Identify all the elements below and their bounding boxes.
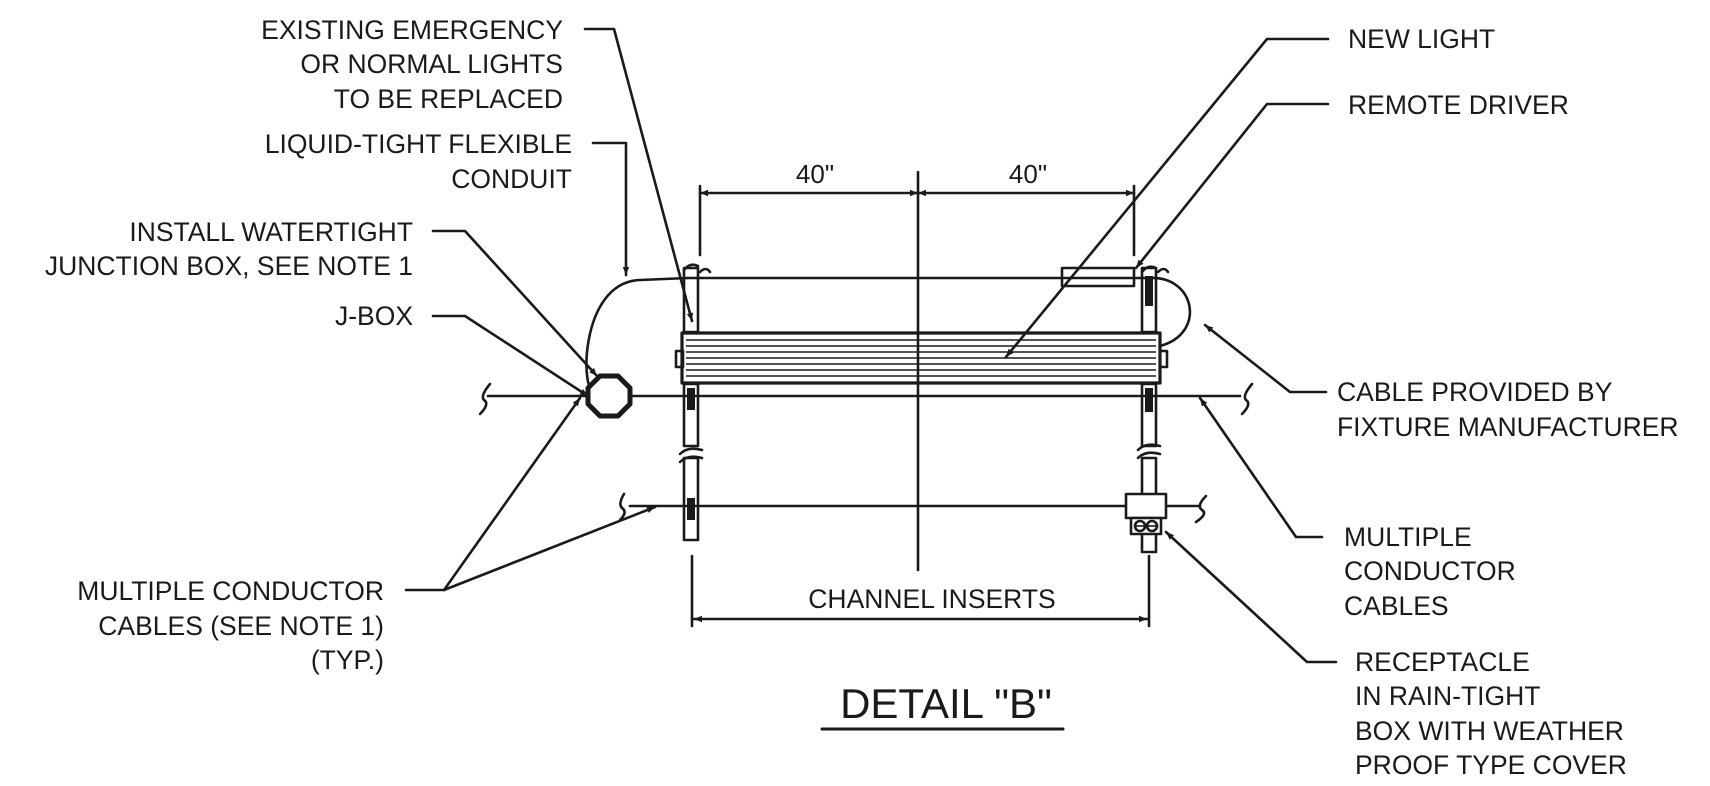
dimensions: 40" 40" CHANNEL INSERTS [690,159,1151,628]
label-cables-right: MULTIPLE CONDUCTOR CABLES [1344,522,1516,621]
label-receptacle-line-1: RECEPTACLE [1355,647,1530,677]
leader-remote-driver [1134,102,1330,270]
dimension-right-label: 40" [1009,159,1047,189]
leader-cables-right [1198,396,1324,539]
channel-inserts-label: CHANNEL INSERTS [808,584,1055,614]
label-existing-lights-line-1: EXISTING EMERGENCY [261,15,563,45]
label-junction-box: INSTALL WATERTIGHT JUNCTION BOX, SEE NOT… [45,217,413,281]
leader-junction-box [431,229,599,378]
detail-title-text: DETAIL "B" [840,680,1052,727]
fixture-assembly [478,170,1254,572]
label-jbox: J-BOX [335,301,413,331]
receptacle-box [1124,492,1168,536]
label-existing-lights-line-3: TO BE REPLACED [334,84,563,114]
label-cable-provided-line-2: FIXTURE MANUFACTURER [1337,412,1679,442]
label-new-light: NEW LIGHT [1348,24,1495,54]
label-cable-provided: CABLE PROVIDED BY FIXTURE MANUFACTURER [1337,377,1679,442]
label-cables-right-line-1: MULTIPLE [1344,522,1472,552]
leader-new-light [1004,37,1330,359]
label-cables-right-line-3: CABLES [1344,591,1449,621]
label-junction-box-line-2: JUNCTION BOX, SEE NOTE 1 [45,251,413,281]
label-remote-driver-line-1: REMOTE DRIVER [1348,90,1569,120]
leader-conduit [591,141,630,277]
label-cables-left: MULTIPLE CONDUCTOR CABLES (SEE NOTE 1) (… [77,576,384,675]
channel-insert-left [678,263,712,542]
label-junction-box-line-1: INSTALL WATERTIGHT [129,217,413,247]
leader-existing-lights [583,27,694,323]
leader-cables-left-upper [404,396,582,592]
label-conduit-line-2: CONDUIT [451,164,572,194]
leader-receptacle [1164,530,1338,664]
label-cables-right-line-2: CONDUCTOR [1344,556,1516,586]
detail-title: DETAIL "B" [820,680,1065,731]
leader-jbox [431,314,590,398]
label-receptacle-line-4: PROOF TYPE COVER [1355,750,1627,780]
j-box [585,373,633,419]
label-existing-lights-line-2: OR NORMAL LIGHTS [300,49,563,79]
leader-cable-provided [1203,323,1328,394]
dimension-left-label: 40" [796,159,834,189]
channel-insert-right [1136,265,1170,554]
label-cables-left-line-2: CABLES (SEE NOTE 1) [98,611,384,641]
flexible-conduit-right [1148,276,1192,348]
label-receptacle: RECEPTACLE IN RAIN-TIGHT BOX WITH WEATHE… [1355,647,1627,780]
new-light-fixture [674,331,1169,385]
label-receptacle-line-2: IN RAIN-TIGHT [1355,681,1541,711]
leader-lines [404,27,1338,664]
label-conduit: LIQUID-TIGHT FLEXIBLE CONDUIT [265,129,572,194]
label-new-light-line-1: NEW LIGHT [1348,24,1495,54]
remote-driver-box [1060,266,1136,288]
label-receptacle-line-3: BOX WITH WEATHER [1355,716,1624,746]
leader-cables-left-lower [442,505,657,592]
label-conduit-line-1: LIQUID-TIGHT FLEXIBLE [265,129,572,159]
label-remote-driver: REMOTE DRIVER [1348,90,1569,120]
label-cable-provided-line-1: CABLE PROVIDED BY [1337,377,1613,407]
label-jbox-line-1: J-BOX [335,301,413,331]
label-cables-left-line-1: MULTIPLE CONDUCTOR [77,576,384,606]
label-cables-left-line-3: (TYP.) [311,645,384,675]
label-existing-lights: EXISTING EMERGENCY OR NORMAL LIGHTS TO B… [261,15,563,114]
